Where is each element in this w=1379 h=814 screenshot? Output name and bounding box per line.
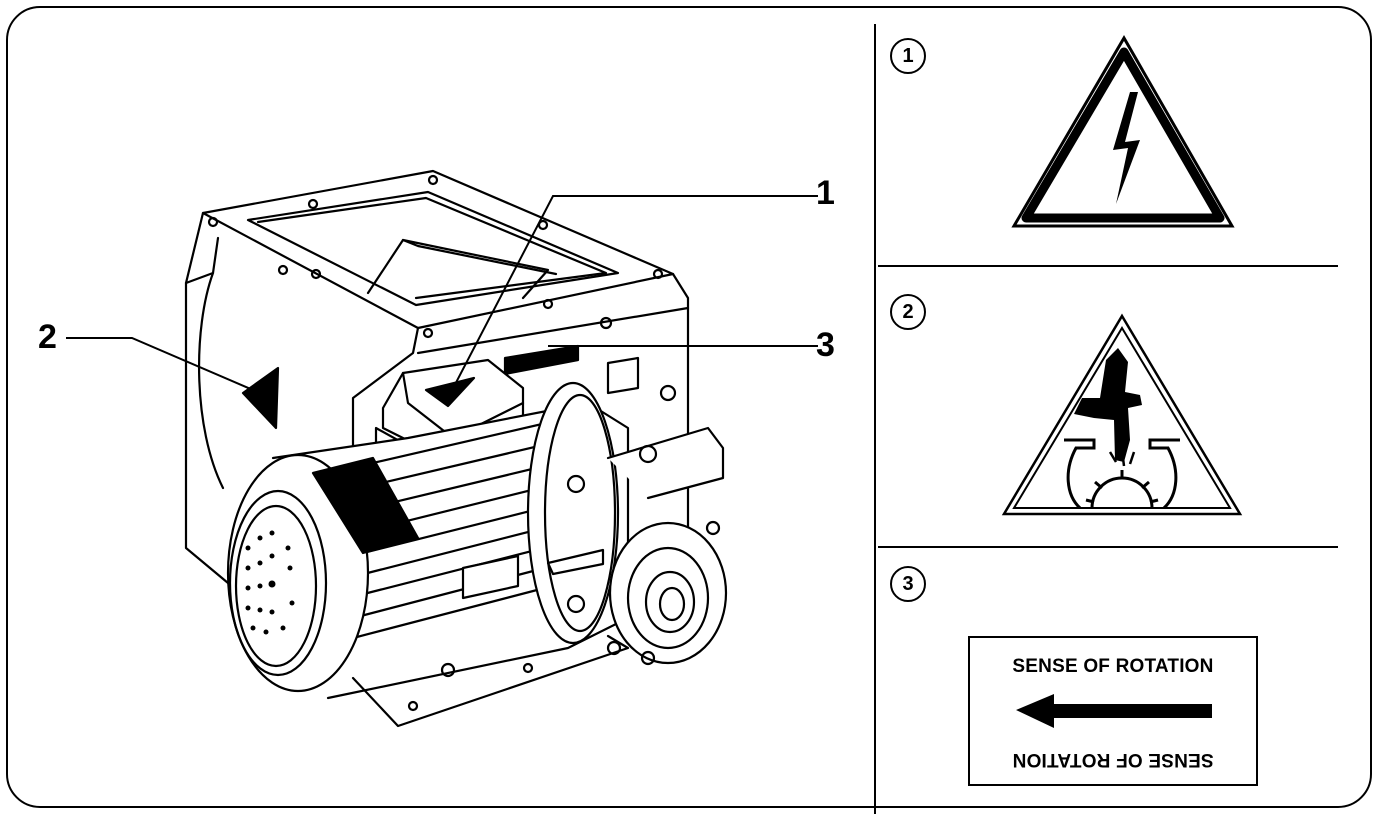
panel-divider-vertical (874, 24, 876, 814)
callout-3: 3 (816, 326, 835, 364)
rotary-valve-illustration (66, 169, 818, 728)
diagram-frame: 1 2 3 (6, 6, 1372, 808)
sense-of-rotation-label: SENSE OF ROTATION SENSE OF ROTATION (968, 636, 1258, 786)
panel-divider-1 (878, 265, 1338, 267)
arrow-left-icon (1016, 694, 1212, 728)
rotation-text-top: SENSE OF ROTATION (1012, 656, 1214, 677)
panel-divider-2 (878, 546, 1338, 548)
rotation-text-bottom: SENSE OF ROTATION (1012, 749, 1214, 770)
callout-2: 2 (38, 318, 57, 356)
panel-number-2: 2 (890, 294, 926, 330)
panel-number-1: 1 (890, 38, 926, 74)
panel-number-3: 3 (890, 566, 926, 602)
leader-line-1 (447, 195, 818, 399)
callout-1: 1 (816, 174, 835, 212)
leader-line-2 (66, 337, 261, 394)
